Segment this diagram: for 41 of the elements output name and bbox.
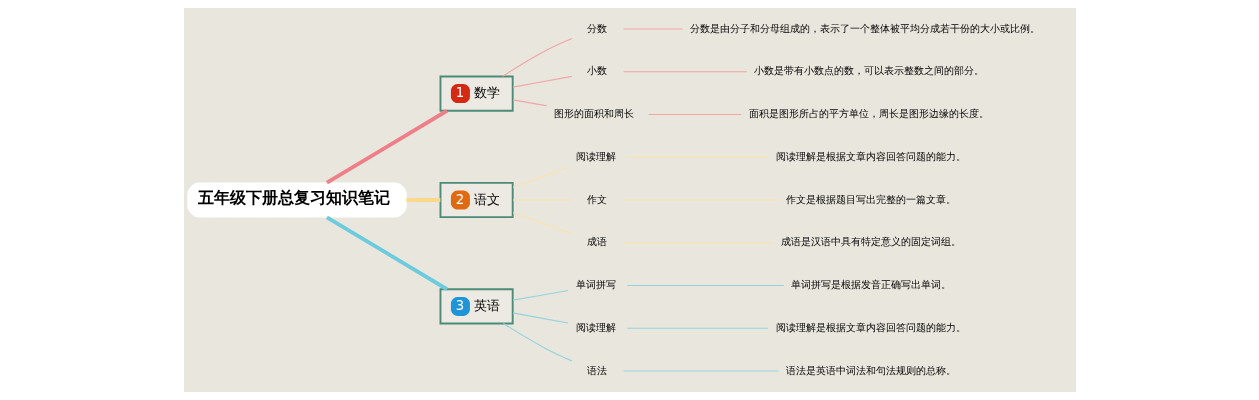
- node-text: 作文是根据题目写出完整的一篇文章。: [785, 192, 956, 205]
- node-text: 成语是汉语中具有特定意义的固定词组。: [780, 235, 961, 248]
- node-text: 语法: [586, 363, 607, 376]
- node-text: 图形的面积和周长: [553, 107, 634, 120]
- node-text: 成语: [586, 235, 607, 248]
- connector: [511, 75, 572, 88]
- node-text: 阅读理解: [575, 320, 616, 333]
- node-text: 阅读理解是根据文章内容回答问题的能力。: [775, 149, 966, 162]
- connector: [511, 312, 569, 324]
- node-text: 分数是由分子和分母组成的，表示了一个整体被平均分成若干份的大小或比例。: [689, 21, 1040, 34]
- connector: [626, 156, 769, 158]
- connector: [622, 71, 747, 73]
- node-box: 3 英语: [439, 288, 514, 325]
- connector: [622, 242, 774, 244]
- connector: [622, 28, 683, 30]
- connector: [622, 370, 779, 372]
- connector: [511, 99, 547, 107]
- node-box: 2 语文: [439, 181, 514, 219]
- connector: [626, 284, 784, 287]
- connector: [511, 212, 572, 235]
- connector: [501, 37, 573, 77]
- node-text: 语法是英语中词法和句法规则的总称。: [785, 363, 956, 376]
- connector: [325, 215, 448, 291]
- connector: [511, 167, 569, 188]
- connector: [502, 322, 572, 362]
- node-text: 分数: [586, 21, 607, 34]
- node-text: 面积是图形所占的平方单位，周长是图形边缘的长度。: [748, 107, 989, 120]
- node-text: 作文: [586, 192, 607, 205]
- node-box: 1 数学: [439, 75, 514, 112]
- node-text: 单词拼写是根据发音正确写出单词。: [790, 278, 951, 291]
- connector: [511, 289, 569, 301]
- connector: [325, 109, 448, 185]
- connector: [647, 113, 742, 116]
- connector: [405, 198, 440, 202]
- node-text: 阅读理解是根据文章内容回答问题的能力。: [775, 320, 966, 333]
- connector: [626, 327, 769, 329]
- node-text: 阅读理解: [575, 149, 616, 162]
- node-text: 单词拼写: [575, 278, 616, 291]
- node-text: 小数是带有小数点的数，可以表示整数之间的部分。: [753, 64, 984, 77]
- node-text: 小数: [586, 64, 607, 77]
- node-box: 五年级下册总复习知识笔记: [186, 182, 407, 218]
